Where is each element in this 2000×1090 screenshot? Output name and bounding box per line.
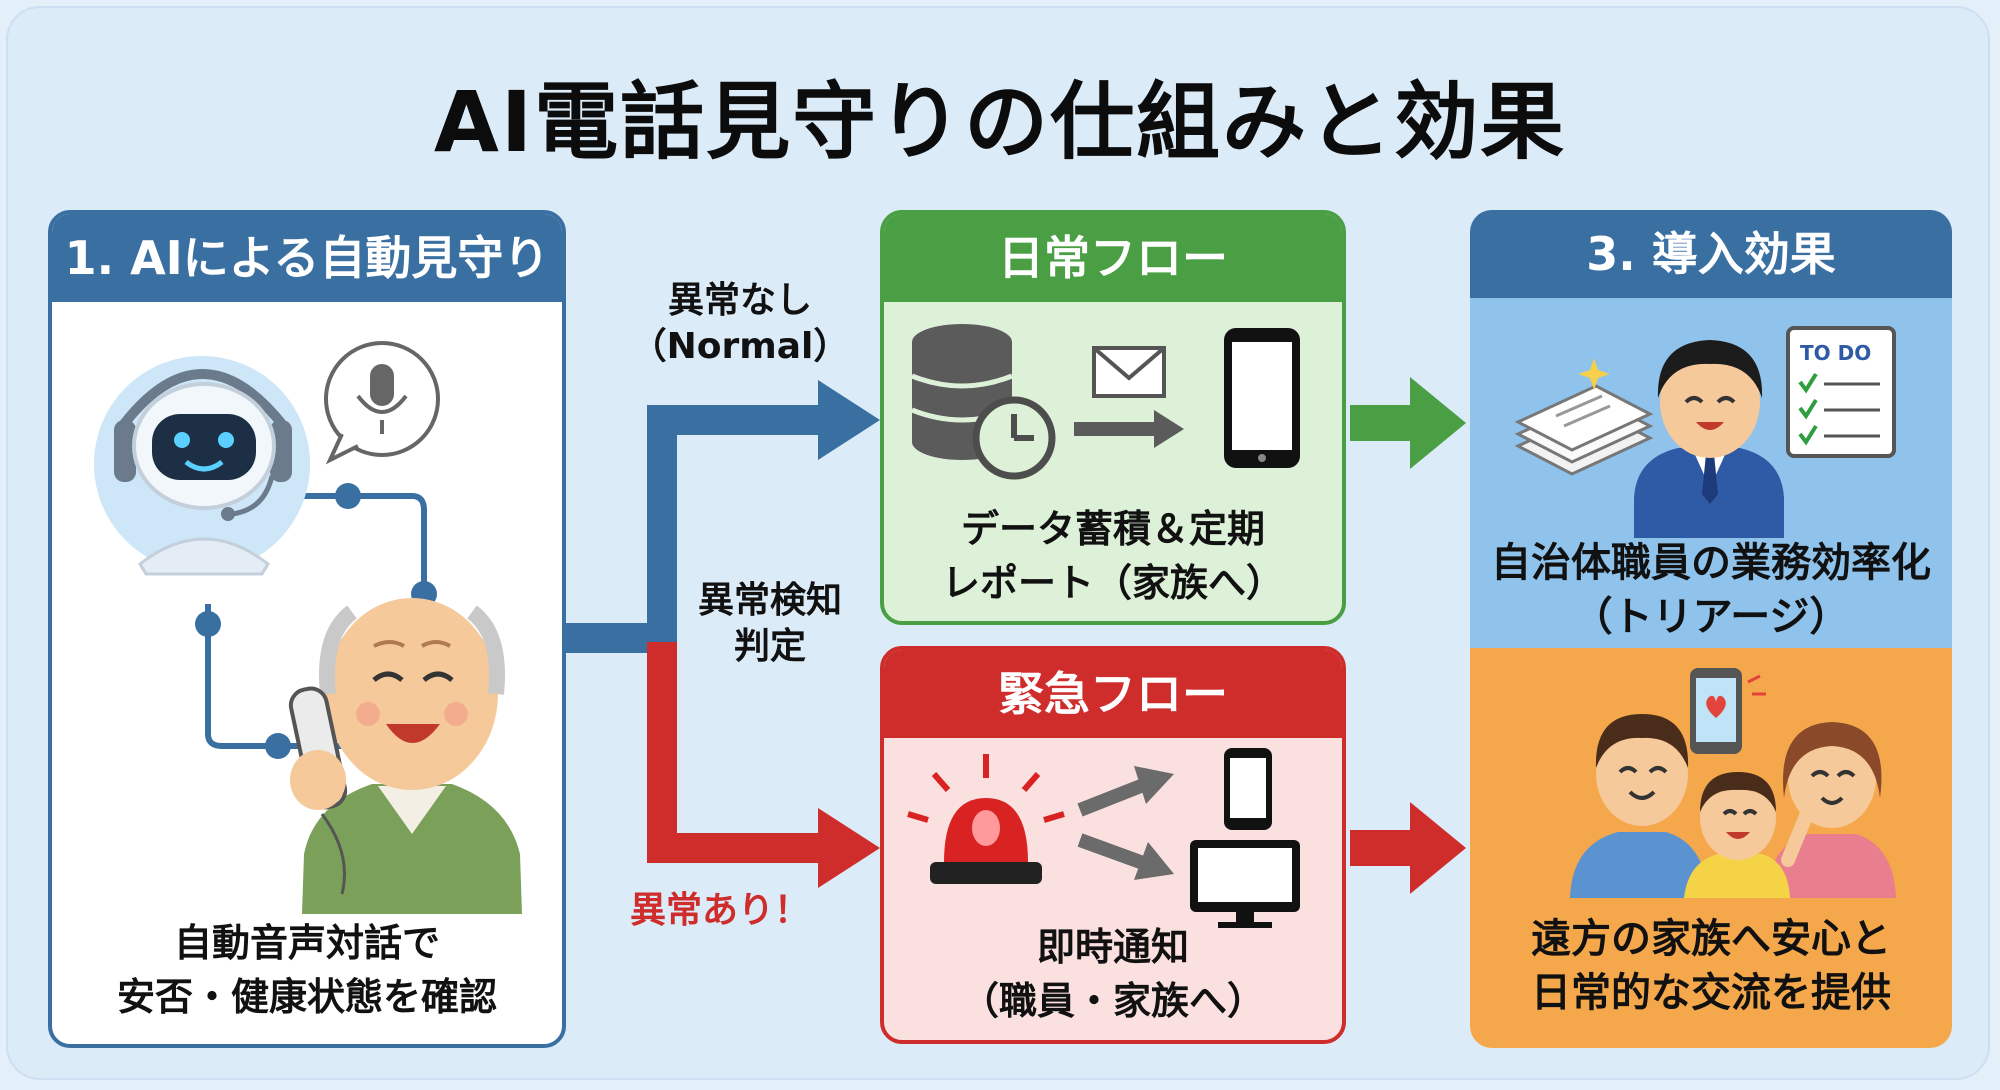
red-arrowhead xyxy=(1410,802,1466,894)
ai-caption-line1: 自動音声対話で xyxy=(173,921,440,965)
normal-label-line2: （Normal） xyxy=(630,326,850,367)
notify-arrow-up xyxy=(1077,766,1174,817)
staff-efficiency-section: TO DO 自治体職員の業務効率化 （トリアージ） xyxy=(1470,298,1952,648)
ai-caption-line2: 安否・健康状態を確認 xyxy=(116,975,497,1019)
family-icon xyxy=(1570,714,1896,898)
staff-efficiency-caption: 自治体職員の業務効率化 （トリアージ） xyxy=(1470,536,1952,644)
effects-panel: 3. 導入効果 xyxy=(1470,210,1952,1048)
green-arrowhead xyxy=(1410,377,1466,469)
notify-arrow-down xyxy=(1077,833,1174,880)
node-dot xyxy=(195,611,221,637)
daily-flow-panel: 日常フロー データ蓄積＆定期 レポート（家族へ） xyxy=(880,210,1346,625)
ai-monitoring-panel: 1. AIによる自動見守り xyxy=(48,210,566,1048)
effects-heading: 3. 導入効果 xyxy=(1470,210,1952,298)
envelope-icon xyxy=(1092,346,1166,398)
daily-flow-illustration xyxy=(911,324,1300,480)
daily-flow-caption: データ蓄積＆定期 レポート（家族へ） xyxy=(884,502,1342,610)
green-arrow-shaft xyxy=(1350,405,1420,441)
effect2-line1: 遠方の家族へ安心と xyxy=(1531,916,1891,962)
emergency-flow-heading: 緊急フロー xyxy=(884,650,1342,738)
microphone-icon xyxy=(324,341,440,465)
emergency-flow-illustration xyxy=(907,748,1300,928)
robot-icon xyxy=(94,356,310,576)
emergency-flow-panel: 緊急フロー 即時通知 xyxy=(880,646,1346,1044)
connection-line-2 xyxy=(205,604,372,749)
monitor-icon xyxy=(1190,840,1300,928)
normal-branch-line xyxy=(647,405,820,652)
officer-icon xyxy=(1634,340,1784,538)
heart-phone-icon xyxy=(1690,668,1766,754)
sparkle-icon xyxy=(1578,358,1610,390)
detect-label-line2: 判定 xyxy=(733,626,806,667)
todo-label: TO DO xyxy=(1800,341,1871,365)
normal-label-line1: 異常なし xyxy=(667,280,812,321)
database-icon xyxy=(911,324,1013,460)
detect-label-line1: 異常検知 xyxy=(697,580,842,621)
emergency-flow-caption: 即時通知 （職員・家族へ） xyxy=(884,920,1342,1028)
daily-caption-line1: データ蓄積＆定期 xyxy=(960,507,1265,551)
alert-label: 異常あり！ xyxy=(629,890,810,931)
node-dot xyxy=(265,733,291,759)
todo-list-icon: TO DO xyxy=(1786,326,1896,458)
detect-label: 異常検知 判定 xyxy=(650,578,890,670)
normal-label: 異常なし （Normal） xyxy=(620,278,860,370)
effect1-line2: （トリアージ） xyxy=(1572,594,1850,640)
family-reassurance-section: 遠方の家族へ安心と 日常的な交流を提供 xyxy=(1470,648,1952,1048)
family-illustration xyxy=(1570,668,1896,898)
alert-arrowhead xyxy=(818,808,880,888)
ai-monitoring-caption: 自動音声対話で 安否・健康状態を確認 xyxy=(52,916,562,1024)
ai-monitoring-heading: 1. AIによる自動見守り xyxy=(52,214,562,302)
connection-line xyxy=(292,493,427,594)
normal-arrowhead xyxy=(818,380,880,460)
effect1-line1: 自治体職員の業務効率化 xyxy=(1491,540,1931,586)
page-title: AI電話見守りの仕組みと効果 xyxy=(433,73,1567,171)
red-arrow-shaft xyxy=(1350,830,1420,866)
daily-flow-heading: 日常フロー xyxy=(884,214,1342,302)
alert-branch-line xyxy=(647,642,820,863)
clock-icon xyxy=(972,396,1056,480)
smartphone-icon xyxy=(1224,328,1300,468)
family-reassurance-caption: 遠方の家族へ安心と 日常的な交流を提供 xyxy=(1470,912,1952,1020)
effect2-line2: 日常的な交流を提供 xyxy=(1531,970,1891,1016)
node-dot xyxy=(335,483,361,509)
documents-icon xyxy=(1514,384,1654,476)
ai-monitoring-illustration xyxy=(94,341,522,914)
emergency-caption-line2: （職員・家族へ） xyxy=(960,979,1265,1023)
smartphone-icon xyxy=(1224,748,1272,830)
emergency-caption-line1: 即時通知 xyxy=(1036,925,1189,969)
siren-icon xyxy=(907,754,1065,884)
staff-efficiency-illustration: TO DO xyxy=(1514,326,1896,538)
elderly-man-icon xyxy=(288,598,522,914)
send-arrow xyxy=(1074,410,1184,448)
daily-caption-line2: レポート（家族へ） xyxy=(941,561,1284,605)
